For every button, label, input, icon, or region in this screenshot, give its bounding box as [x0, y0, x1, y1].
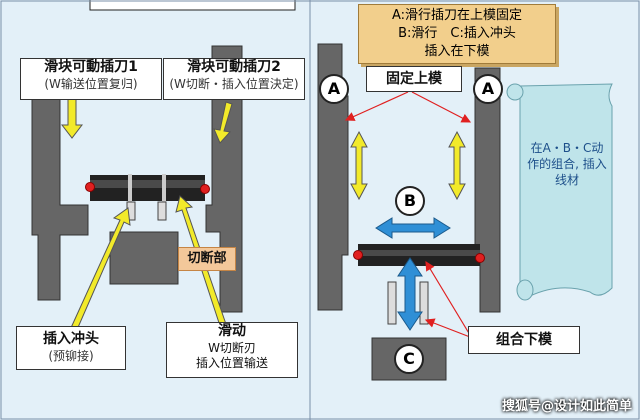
wire-2	[162, 174, 166, 202]
pointer-lower-punch	[424, 318, 471, 338]
arrow-slide-horizontal	[375, 217, 451, 239]
legend-line-3: 插入在下模	[424, 44, 490, 59]
lower-slider-pin-right	[475, 253, 485, 263]
right-upper-die-piece	[205, 45, 243, 313]
arrow-vertical-left	[350, 130, 368, 201]
scroll-note-line-2: 作的组合, 插入	[527, 157, 607, 171]
slide-motion-line2: W切断刃	[208, 340, 256, 355]
fixed-upper-die-text: 固定上模	[386, 71, 442, 87]
slider-insert-1-subtitle: (W输送位置复归)	[44, 76, 138, 91]
scroll-body	[519, 83, 613, 297]
arrow-punch-vertical	[397, 257, 423, 331]
lower-slider-pin-left	[353, 250, 363, 260]
legend-box: A:滑行插刀在上模固定 B:滑行 C:插入冲头 插入在下模	[358, 4, 556, 64]
pointer-lower-die	[425, 260, 471, 336]
slider-insert-2-subtitle: (W切断・插入位置決定)	[169, 76, 299, 91]
punch-rod-2	[419, 281, 429, 325]
marker-b: B	[395, 186, 425, 216]
fixed-upper-die-left	[317, 43, 349, 311]
marker-a-right: A	[473, 74, 503, 104]
fixed-upper-die-label: 固定上模	[366, 66, 462, 92]
insert-punch-subtitle: (预铆接)	[48, 348, 94, 363]
left-upper-die-piece	[31, 91, 89, 301]
slide-motion-line3: 插入位置输送	[195, 355, 268, 370]
legend-line-1: A:滑行插刀在上模固定	[391, 8, 523, 23]
lower-slider-inner	[358, 250, 480, 256]
combined-lower-die-label: 组合下模	[468, 326, 580, 354]
combined-lower-die-text: 组合下模	[496, 332, 552, 348]
pointer-upper-left	[344, 91, 409, 121]
punch-rod-1	[387, 281, 397, 325]
pin-2	[157, 201, 167, 221]
scroll-note: 在A・B・C动 作的组合, 插入 线材	[524, 140, 610, 188]
arrow-down-slider1	[60, 97, 84, 139]
cut-section-text: 切断部	[187, 251, 227, 266]
arrow-vertical-right	[448, 130, 466, 201]
insert-punch-title: 插入冲头	[43, 331, 99, 347]
slider-insert-2-label: 滑块可動插刀2 (W切断・插入位置決定)	[163, 58, 305, 100]
top-banner-strip	[89, 0, 296, 11]
marker-a-left: A	[319, 74, 349, 104]
watermark: 搜狐号@设计如此简单	[501, 399, 632, 414]
scroll-note-line-1: 在A・B・C动	[530, 141, 604, 155]
cut-section-label: 切断部	[178, 247, 236, 271]
left-slider-pin-left	[85, 182, 95, 192]
slide-motion-label: 滑动 W切断刃 插入位置输送	[166, 322, 298, 378]
scroll-curl-bottom	[516, 279, 534, 301]
slider-insert-1-label: 滑块可動插刀1 (W输送位置复归)	[20, 58, 162, 100]
fixed-upper-die-right	[474, 67, 501, 313]
insert-punch-label: 插入冲头 (预铆接)	[16, 326, 126, 370]
slider-insert-1-title: 滑块可動插刀1	[44, 59, 138, 75]
left-slider-pin-right	[200, 184, 210, 194]
marker-c: C	[394, 344, 424, 374]
arrow-slider2	[213, 101, 233, 144]
scroll-note-line-3: 线材	[554, 173, 579, 187]
slider-insert-2-title: 滑块可動插刀2	[187, 59, 281, 75]
slide-motion-title: 滑动	[218, 323, 246, 339]
scroll-curl-top	[506, 83, 524, 101]
left-lower-die	[109, 231, 179, 285]
pointer-upper-right	[411, 91, 472, 123]
left-slider-inner	[90, 180, 205, 188]
wire-1	[128, 174, 132, 202]
arrow-insert-punch	[69, 207, 131, 333]
legend-line-2: B:滑行 C:插入冲头	[398, 26, 516, 41]
